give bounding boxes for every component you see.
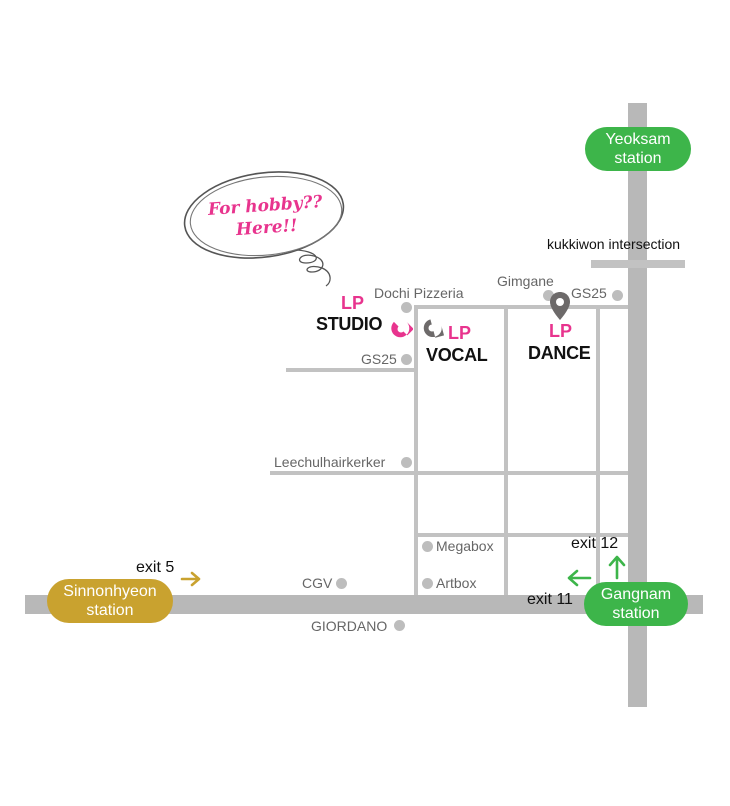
- road-kukkiwon: [591, 260, 685, 268]
- road-middle-street: [270, 471, 628, 475]
- sinnonhyeon-station-suffix: station: [86, 602, 134, 619]
- studio-brand-label: LP: [341, 293, 365, 313]
- cgv-label: CGV: [302, 575, 333, 591]
- studio-name-label: STUDIO: [316, 314, 383, 334]
- gs25-left-marker: [401, 354, 412, 365]
- gangnam-station-name: Gangnam: [600, 586, 672, 603]
- leechulhairkerker-label: Leechulhairkerker: [274, 454, 386, 470]
- road-gs25-street: [286, 368, 414, 372]
- gimgane-label: Gimgane: [497, 273, 554, 289]
- road-lower-street: [414, 533, 628, 537]
- speech-bubble-outline: [183, 171, 345, 287]
- exit-11-label: exit 11: [527, 591, 573, 608]
- gimgane-marker: [543, 290, 554, 301]
- exit-12-label: exit 12: [571, 535, 619, 552]
- dochi-pizzeria-label: Dochi Pizzeria: [374, 285, 464, 301]
- arrow-left-icon: [567, 569, 592, 587]
- dance-brand-label: LP: [549, 321, 573, 341]
- yeoksam-station-name: Yeoksam: [605, 131, 671, 148]
- sinnonhyeon-station-badge[interactable]: Sinnonhyeon station: [47, 579, 173, 623]
- road-vertical-a: [414, 305, 418, 595]
- megabox-marker: [422, 541, 433, 552]
- giordano-marker: [394, 620, 405, 631]
- road-vertical-b: [504, 305, 508, 595]
- yeoksam-station-suffix: station: [614, 150, 662, 167]
- sinnonhyeon-station-name: Sinnonhyeon: [63, 583, 157, 600]
- dance-name-label: DANCE: [528, 343, 591, 363]
- vocal-name-label: VOCAL: [426, 345, 488, 365]
- artbox-label: Artbox: [436, 575, 477, 591]
- road-vertical-c: [596, 305, 600, 595]
- gs25-right-label: GS25: [571, 285, 607, 301]
- road-top-street: [414, 305, 628, 309]
- exit-5-label: exit 5: [136, 559, 175, 576]
- kukkiwon-intersection-label: kukkiwon intersection: [547, 236, 681, 252]
- map-pin-icon[interactable]: [389, 317, 413, 341]
- yeoksam-station-badge[interactable]: Yeoksam station: [585, 127, 691, 171]
- map-pin-icon[interactable]: [421, 317, 445, 343]
- gs25-right-marker: [612, 290, 623, 301]
- artbox-marker: [422, 578, 433, 589]
- megabox-label: Megabox: [436, 538, 494, 554]
- main-road-vertical: [628, 103, 647, 707]
- main-road-horizontal: [25, 595, 703, 614]
- map-pin-icon[interactable]: [549, 291, 571, 321]
- vocal-brand-label: LP: [448, 323, 472, 343]
- gs25-left-label: GS25: [361, 351, 397, 367]
- arrow-right-icon: [180, 571, 201, 587]
- arrow-up-icon: [608, 555, 626, 580]
- dochi-pizzeria-marker: [401, 302, 412, 313]
- leechulhairkerker-marker: [401, 457, 412, 468]
- giordano-label: GIORDANO: [311, 618, 388, 634]
- gangnam-station-suffix: station: [612, 605, 660, 622]
- cgv-marker: [336, 578, 347, 589]
- gangnam-station-badge[interactable]: Gangnam station: [584, 582, 688, 626]
